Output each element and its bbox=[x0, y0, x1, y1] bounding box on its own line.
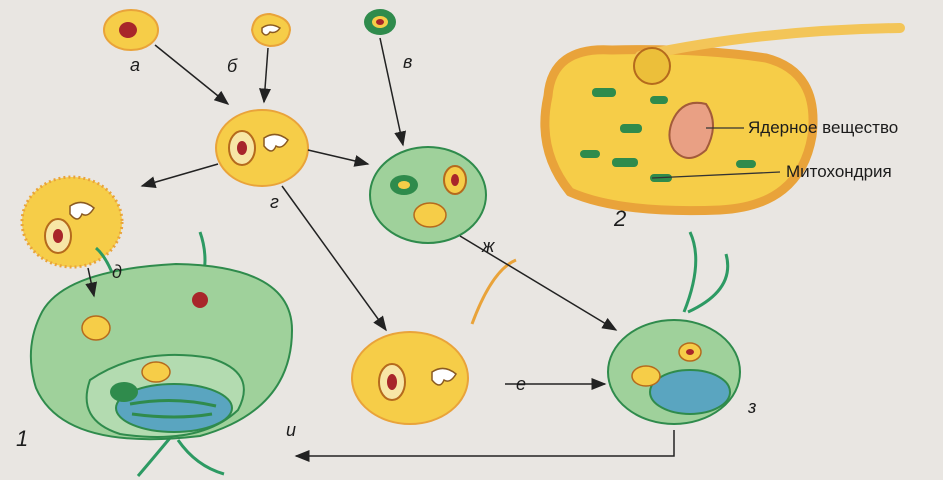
cell-hairy bbox=[22, 177, 122, 267]
label-e: е bbox=[516, 374, 526, 395]
cell-e bbox=[352, 260, 516, 424]
label-d: д bbox=[112, 262, 122, 283]
figure-number-2: 2 bbox=[614, 206, 626, 232]
label-z: з bbox=[748, 397, 756, 418]
label-zh: ж bbox=[482, 236, 494, 257]
cell-fig1 bbox=[31, 232, 292, 476]
cell-b bbox=[252, 14, 290, 46]
label-i: и bbox=[286, 420, 296, 441]
cell-a bbox=[104, 10, 158, 50]
figure-number-1: 1 bbox=[16, 426, 28, 452]
callout-nuclear-material: Ядерное вещество bbox=[748, 118, 898, 138]
label-g: г bbox=[270, 192, 279, 213]
label-b: б bbox=[227, 56, 237, 77]
cell-g bbox=[216, 110, 308, 186]
label-a: а bbox=[130, 55, 140, 76]
cell-v bbox=[364, 9, 396, 35]
callout-mitochondrion: Митохондрия bbox=[786, 162, 892, 182]
cell-z bbox=[608, 232, 740, 424]
cell-zh bbox=[370, 147, 486, 243]
label-v: в bbox=[403, 52, 412, 73]
